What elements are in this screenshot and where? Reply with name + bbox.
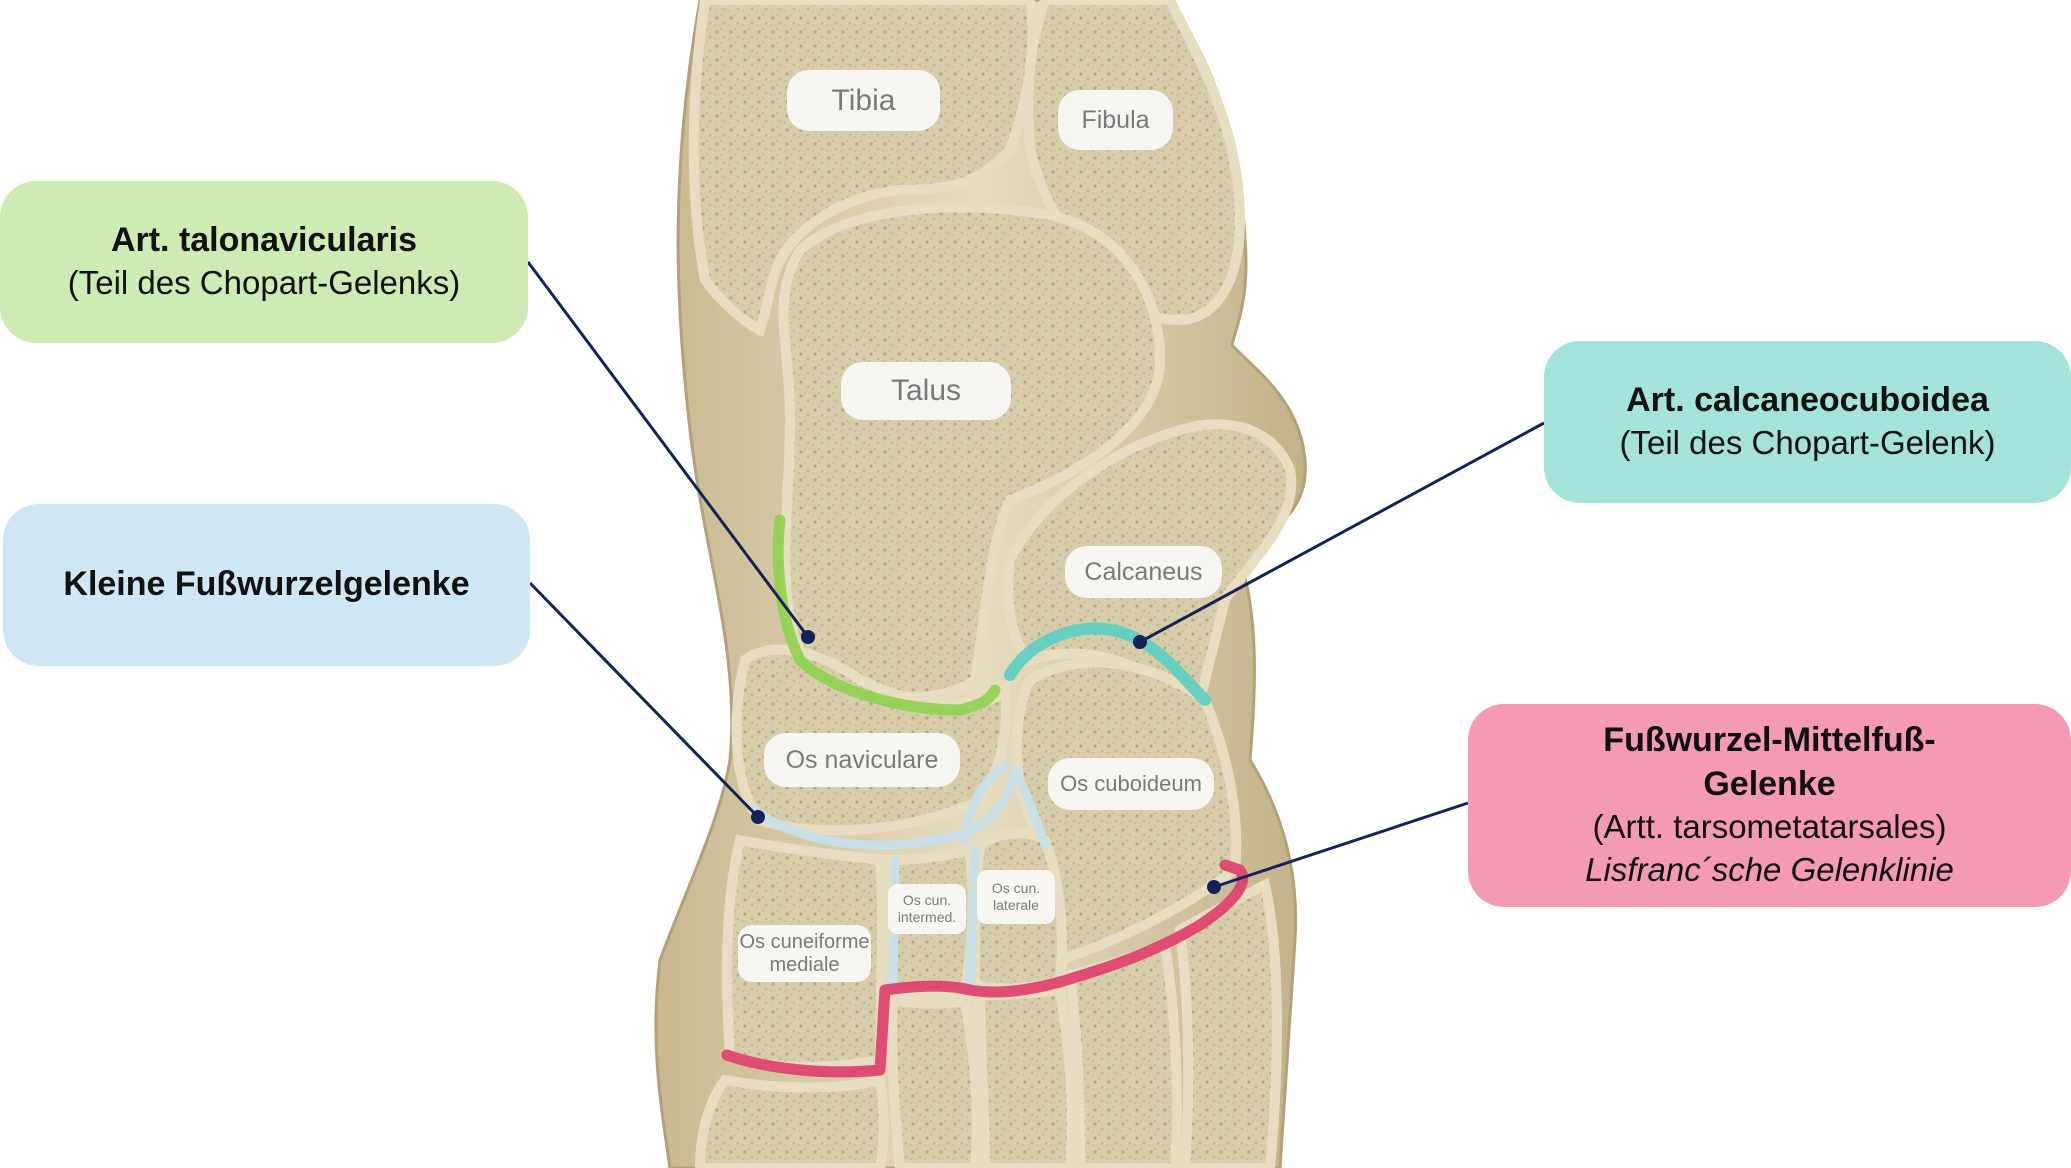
calcaneocuboid-joint-line <box>1004 622 1211 706</box>
bone-label-cun-mediale-line2: mediale <box>769 953 840 976</box>
bone-label-fibula: Fibula <box>1058 90 1173 150</box>
talus-bone <box>778 202 1166 702</box>
bone-label-cun-laterale-line1: Os cun. <box>991 880 1041 897</box>
leader-dot-calcaneocuboidea <box>1133 635 1147 649</box>
bone-label-cun-mediale-line1: Os cuneiforme <box>739 930 870 953</box>
metatarsal-3-bone <box>974 984 1077 1168</box>
bone-label-tibia: Tibia <box>787 70 940 131</box>
leader-line-kleine <box>528 581 760 819</box>
callout-calcaneocuboidea: Art. calcaneocuboidea (Teil des Chopart-… <box>1544 341 2071 503</box>
leader-dot-tarsometatarsal <box>1207 880 1221 894</box>
bone-label-cun-mediale: Os cuneiforme mediale <box>738 925 871 982</box>
callout-tarsometatarsal-italic: Lisfranc´sche Gelenklinie <box>1585 851 1954 889</box>
callout-calcaneocuboidea-title: Art. calcaneocuboidea <box>1626 380 1989 419</box>
bone-label-cun-intermed-line2: intermed. <box>897 909 957 925</box>
leader-line-tarsometatarsal <box>1213 801 1469 889</box>
callout-talonavicularis: Art. talonavicularis (Teil des Chopart-G… <box>0 181 528 343</box>
callout-tarsometatarsal-title-1: Fußwurzel-Mittelfuß- <box>1603 721 1936 760</box>
callout-tarsometatarsal: Fußwurzel-Mittelfuß- Gelenke (Artt. tars… <box>1468 704 2071 907</box>
bone-label-cun-intermed-line1: Os cun. <box>902 892 952 909</box>
callout-talonavicularis-subtitle: (Teil des Chopart-Gelenks) <box>67 264 461 302</box>
bone-label-cun-laterale: Os cun. laterale <box>977 870 1055 924</box>
leader-dot-kleine <box>751 810 765 824</box>
bone-label-cuboideum: Os cuboideum <box>1048 758 1214 810</box>
bone-label-cun-intermed: Os cun. intermed. <box>888 884 966 934</box>
talonavicular-joint-line <box>772 514 1001 716</box>
callout-tarsometatarsal-title-2: Gelenke <box>1703 764 1836 803</box>
bone-label-naviculare: Os naviculare <box>764 733 960 787</box>
metatarsal-2-bone <box>887 993 982 1168</box>
tarsometatarsal-joint-line <box>721 859 1249 1078</box>
bone-label-talus: Talus <box>841 362 1011 420</box>
leader-line-talonavicularis <box>526 261 810 638</box>
bone-label-cun-laterale-line2: laterale <box>993 897 1039 913</box>
bone-label-calcaneus: Calcaneus <box>1065 546 1222 598</box>
callout-tarsometatarsal-subtitle: (Artt. tarsometatarsales) <box>1592 808 1947 846</box>
small-tarsal-joint-line <box>750 760 1050 995</box>
tibia-bone <box>688 0 1038 338</box>
callout-calcaneocuboidea-subtitle: (Teil des Chopart-Gelenk) <box>1619 424 1996 462</box>
metatarsal-5-bone <box>1174 877 1282 1168</box>
callout-kleine-title: Kleine Fußwurzelgelenke <box>63 565 470 604</box>
callout-kleine-fusswurzelgelenke: Kleine Fußwurzelgelenke <box>3 504 530 666</box>
callout-talonavicularis-title: Art. talonavicularis <box>110 220 418 259</box>
metatarsal-1-bone <box>694 1073 889 1168</box>
leader-dot-talonavicularis <box>801 630 815 644</box>
leader-line-calcaneocuboidea <box>1139 421 1545 644</box>
